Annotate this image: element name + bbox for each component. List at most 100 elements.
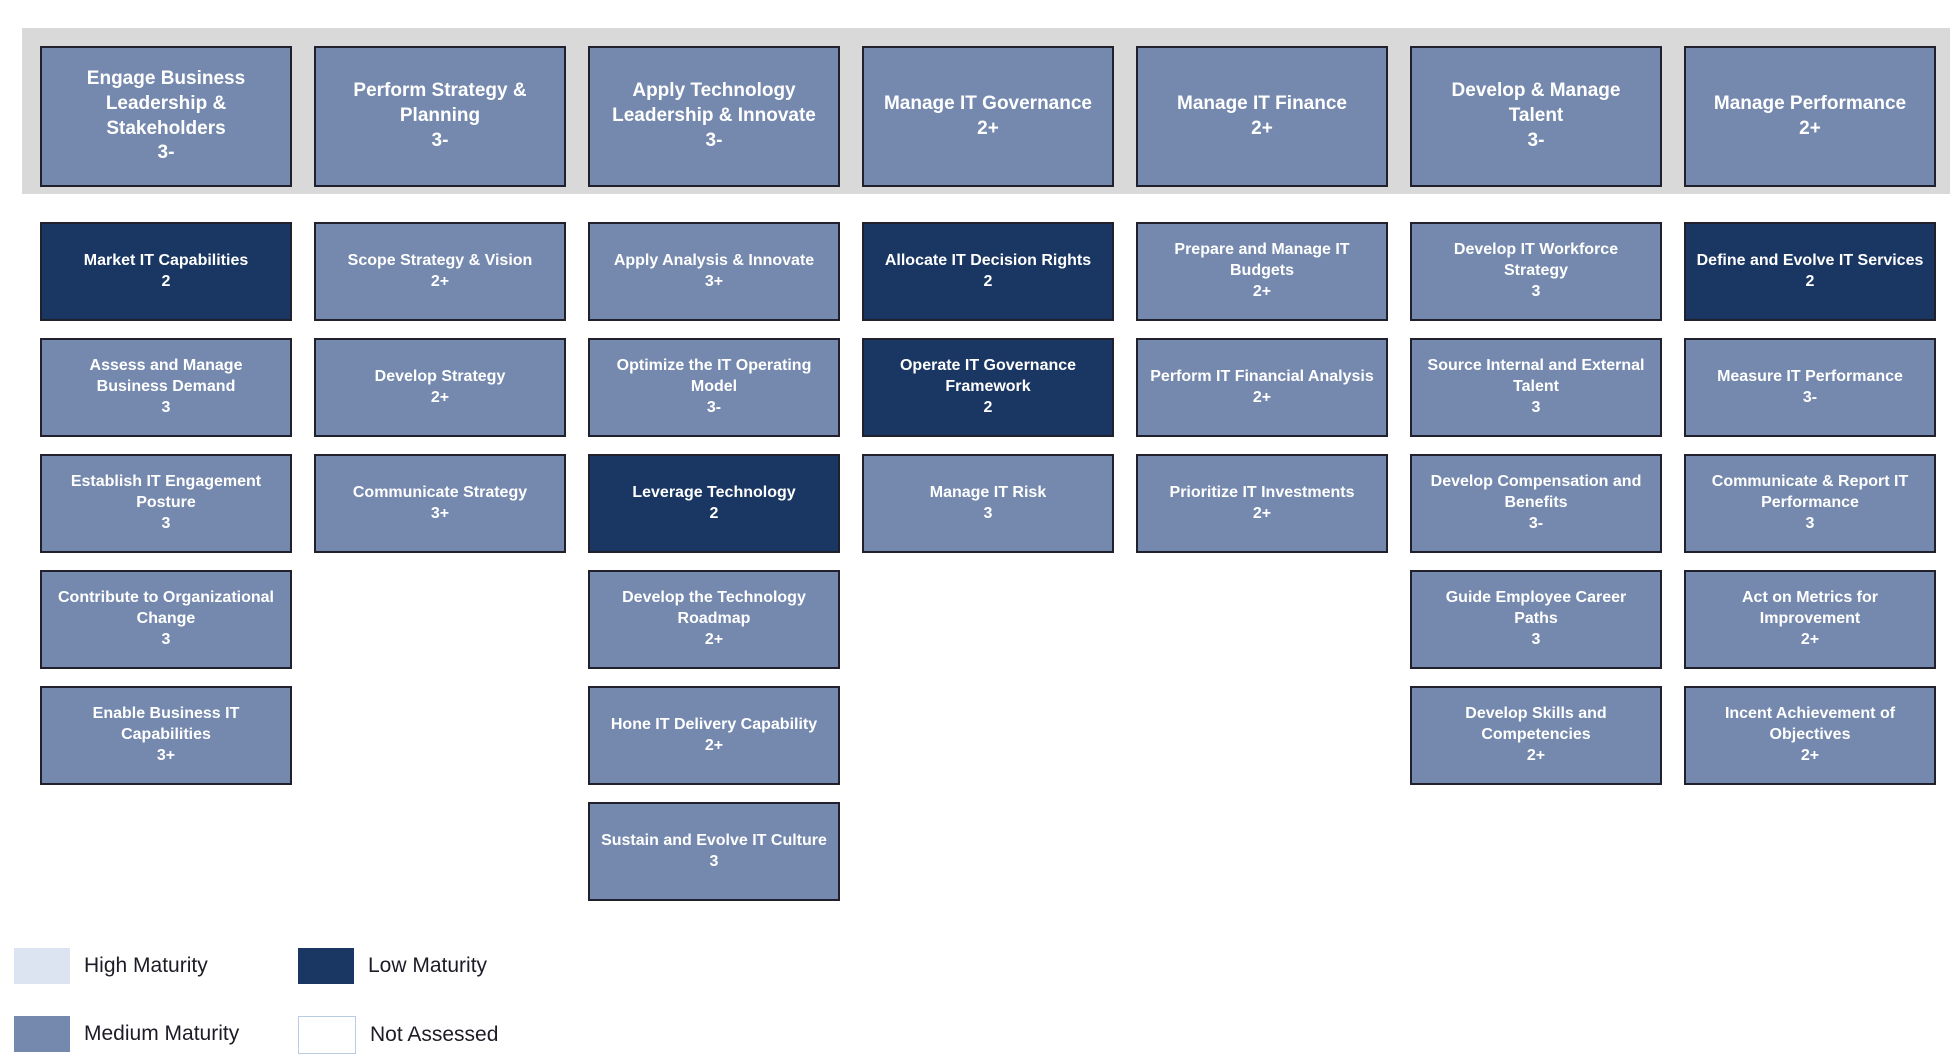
category-header-box: Manage IT Finance 2+ <box>1136 46 1388 187</box>
capability-label: Develop Skills and Competencies <box>1465 705 1607 744</box>
maturity-score: 2+ <box>1800 746 1820 764</box>
legend-item: Not Assessed <box>298 1016 498 1054</box>
capability-label: Assess and Manage Business Demand <box>89 357 243 396</box>
capability-box: Leverage Technology 2 <box>588 454 840 553</box>
capability-label: Apply Analysis & Innovate <box>613 251 815 269</box>
capability-column: Manage Performance 2+ Define and Evolve IT… <box>1684 46 1936 918</box>
maturity-score: 3 <box>1805 514 1815 532</box>
capability-label: Enable Business IT Capabilities <box>92 705 240 744</box>
category-header-box: Manage Performance 2+ <box>1684 46 1936 187</box>
legend-swatch-low <box>298 948 354 984</box>
capability-label: Market IT Capabilities <box>83 251 249 269</box>
maturity-score: 3 <box>1531 398 1541 416</box>
maturity-score: 2 <box>709 504 719 522</box>
legend-item: Low Maturity <box>298 948 487 984</box>
capability-box: Enable Business IT Capabilities 3+ <box>40 686 292 785</box>
maturity-score: 2 <box>161 272 171 290</box>
capability-label: Scope Strategy & Vision <box>347 251 533 269</box>
capability-label: Manage IT Risk <box>929 483 1047 501</box>
capability-box: Act on Metrics for Improvement 2+ <box>1684 570 1936 669</box>
capability-label: Act on Metrics for Improvement <box>1741 589 1878 628</box>
maturity-score: 3- <box>706 398 722 416</box>
maturity-score: 2+ <box>1526 746 1546 764</box>
maturity-score: 2+ <box>1252 282 1272 300</box>
maturity-score: 2+ <box>1251 117 1273 139</box>
capability-label: Prepare and Manage IT Budgets <box>1174 241 1350 280</box>
capability-column: Manage IT Governance 2+ Allocate IT Decisi… <box>862 46 1114 918</box>
category-label: Develop & Manage Talent <box>1451 80 1621 127</box>
maturity-score: 2+ <box>704 736 724 754</box>
capability-label: Define and Evolve IT Services <box>1696 251 1924 269</box>
legend-item: Medium Maturity <box>14 1016 239 1052</box>
capability-box: Prioritize IT Investments 2+ <box>1136 454 1388 553</box>
legend-item: High Maturity <box>14 948 208 984</box>
capability-box: Incent Achievement of Objectives 2+ <box>1684 686 1936 785</box>
capability-label: Develop Compensation and Benefits <box>1430 473 1642 512</box>
maturity-score: 3 <box>1531 282 1541 300</box>
capability-label: Establish IT Engagement Posture <box>70 473 262 512</box>
maturity-score: 3+ <box>704 272 724 290</box>
maturity-score: 2+ <box>1799 117 1821 139</box>
category-label: Perform Strategy & Planning <box>353 80 527 127</box>
maturity-score: 2+ <box>430 388 450 406</box>
category-label: Apply Technology Leadership & Innovate <box>612 80 816 127</box>
category-label: Manage Performance <box>1713 92 1907 114</box>
capability-label: Leverage Technology <box>632 483 796 501</box>
capability-label: Hone IT Delivery Capability <box>610 715 818 733</box>
maturity-score: 2 <box>1805 272 1815 290</box>
maturity-score: 3+ <box>156 746 176 764</box>
capability-label: Communicate Strategy <box>352 483 528 501</box>
legend-label: Not Assessed <box>370 1023 499 1046</box>
maturity-score: 2 <box>983 272 993 290</box>
capability-box: Guide Employee Career Paths 3 <box>1410 570 1662 669</box>
capability-label: Develop IT Workforce Strategy <box>1453 241 1619 280</box>
capability-box: Develop Skills and Competencies 2+ <box>1410 686 1662 785</box>
category-label: Manage IT Finance <box>1177 92 1347 114</box>
category-label: Manage IT Governance <box>883 92 1092 114</box>
capability-label: Measure IT Performance <box>1717 367 1903 385</box>
capability-label: Allocate IT Decision Rights <box>884 251 1092 269</box>
legend-swatch-medium <box>14 1016 70 1052</box>
capability-label: Guide Employee Career Paths <box>1445 589 1627 628</box>
capability-label: Incent Achievement of Objectives <box>1724 705 1896 744</box>
maturity-score: 3 <box>983 504 993 522</box>
capability-box: Allocate IT Decision Rights 2 <box>862 222 1114 321</box>
category-label: Engage Business Leadership & Stakeholder… <box>86 68 246 139</box>
category-header-box: Engage Business Leadership & Stakeholder… <box>40 46 292 187</box>
maturity-score: 3 <box>1531 630 1541 648</box>
maturity-score: 2+ <box>977 117 999 139</box>
capability-label: Contribute to Organizational Change <box>58 589 274 628</box>
capability-label: Prioritize IT Investments <box>1169 483 1355 501</box>
maturity-score: 2+ <box>1800 630 1820 648</box>
maturity-score: 2+ <box>1252 504 1272 522</box>
maturity-score: 3+ <box>430 504 450 522</box>
legend-label: Medium Maturity <box>84 1022 240 1045</box>
legend-swatch-not-assessed <box>298 1016 356 1054</box>
capability-box: Market IT Capabilities 2 <box>40 222 292 321</box>
capability-label: Sustain and Evolve IT Culture <box>601 831 827 849</box>
maturity-score: 3- <box>157 142 175 164</box>
capability-label: Optimize the IT Operating Model <box>616 357 812 396</box>
maturity-score: 3- <box>705 129 723 151</box>
capability-box: Hone IT Delivery Capability 2+ <box>588 686 840 785</box>
capability-box: Develop IT Workforce Strategy 3 <box>1410 222 1662 321</box>
capability-column: Manage IT Finance 2+ Prepare and Manage IT… <box>1136 46 1388 918</box>
maturity-score: 3- <box>431 129 449 151</box>
capability-label: Source Internal and External Talent <box>1427 357 1645 396</box>
